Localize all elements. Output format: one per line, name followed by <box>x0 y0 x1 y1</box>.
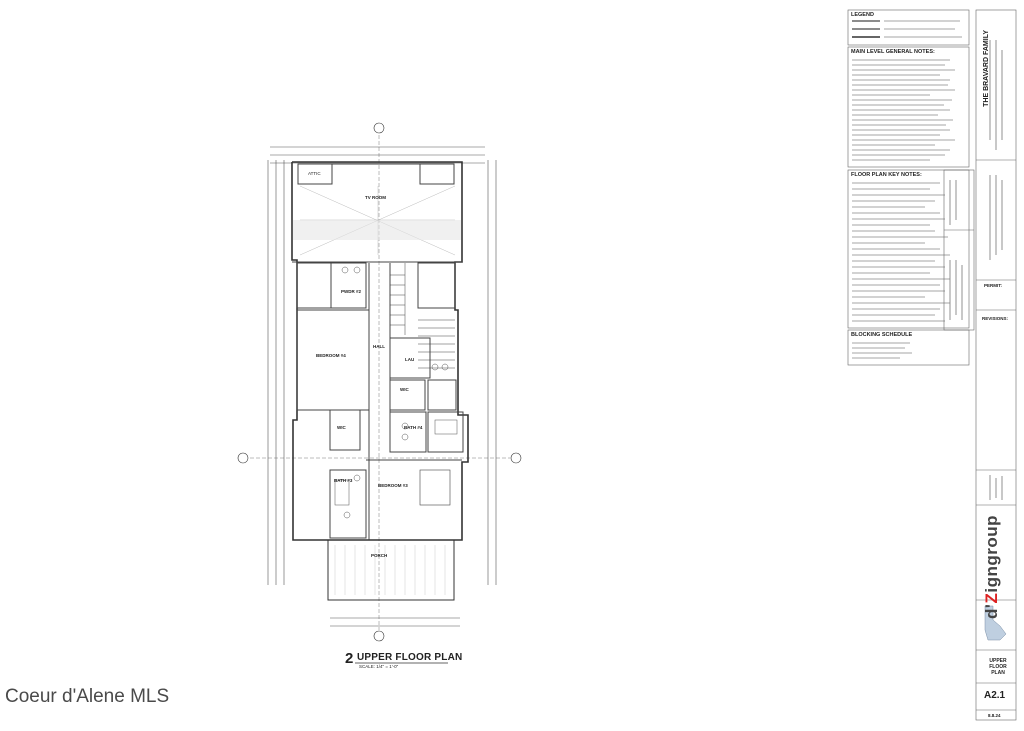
revisions-label: REVISIONS: <box>982 316 1009 321</box>
firm-logo: d'Zigngroup <box>982 515 1001 619</box>
room-label-hall: HALL <box>373 344 385 349</box>
room-label-tv-room: TV ROOM <box>365 195 386 200</box>
room-label-bath-4: BATH #4 <box>404 425 423 430</box>
room-label-wic-right: WIC <box>400 387 409 392</box>
plan-scale: SCALE: 1/4" = 1'-0" <box>359 664 399 669</box>
general-notes-heading: MAIN LEVEL GENERAL NOTES: <box>851 49 935 55</box>
room-label-attic: ATTIC <box>308 171 321 176</box>
mls-watermark: Coeur d'Alene MLS <box>5 686 170 707</box>
blocking-schedule-heading: BLOCKING SCHEDULE <box>851 332 913 338</box>
room-label-powder: PWDR #2 <box>341 289 362 294</box>
room-label-bedroom-3: BEDROOM #3 <box>378 483 408 488</box>
permit-label: PERMIT: <box>984 283 1002 288</box>
plan-title: UPPER FLOOR PLAN <box>357 652 463 663</box>
room-label-bedroom-4: BEDROOM #4 <box>316 353 346 358</box>
key-notes-heading: FLOOR PLAN KEY NOTES: <box>851 172 922 178</box>
room-label-porch: PORCH <box>371 553 388 558</box>
room-label-bath-3: BATH #3 <box>334 478 353 483</box>
sheet-date: 8.8.24 <box>988 713 1001 718</box>
sheet-number: A2.1 <box>984 690 1006 701</box>
client-name: THE BRAVARD FAMILY <box>983 30 990 107</box>
room-label-wic-left: WIC <box>337 425 346 430</box>
legend-heading: LEGEND <box>851 12 874 18</box>
sheet-title: UPPER FLOOR PLAN <box>989 658 1007 676</box>
plan-number: 2 <box>345 650 354 667</box>
room-label-laundry: LAU <box>405 357 415 362</box>
